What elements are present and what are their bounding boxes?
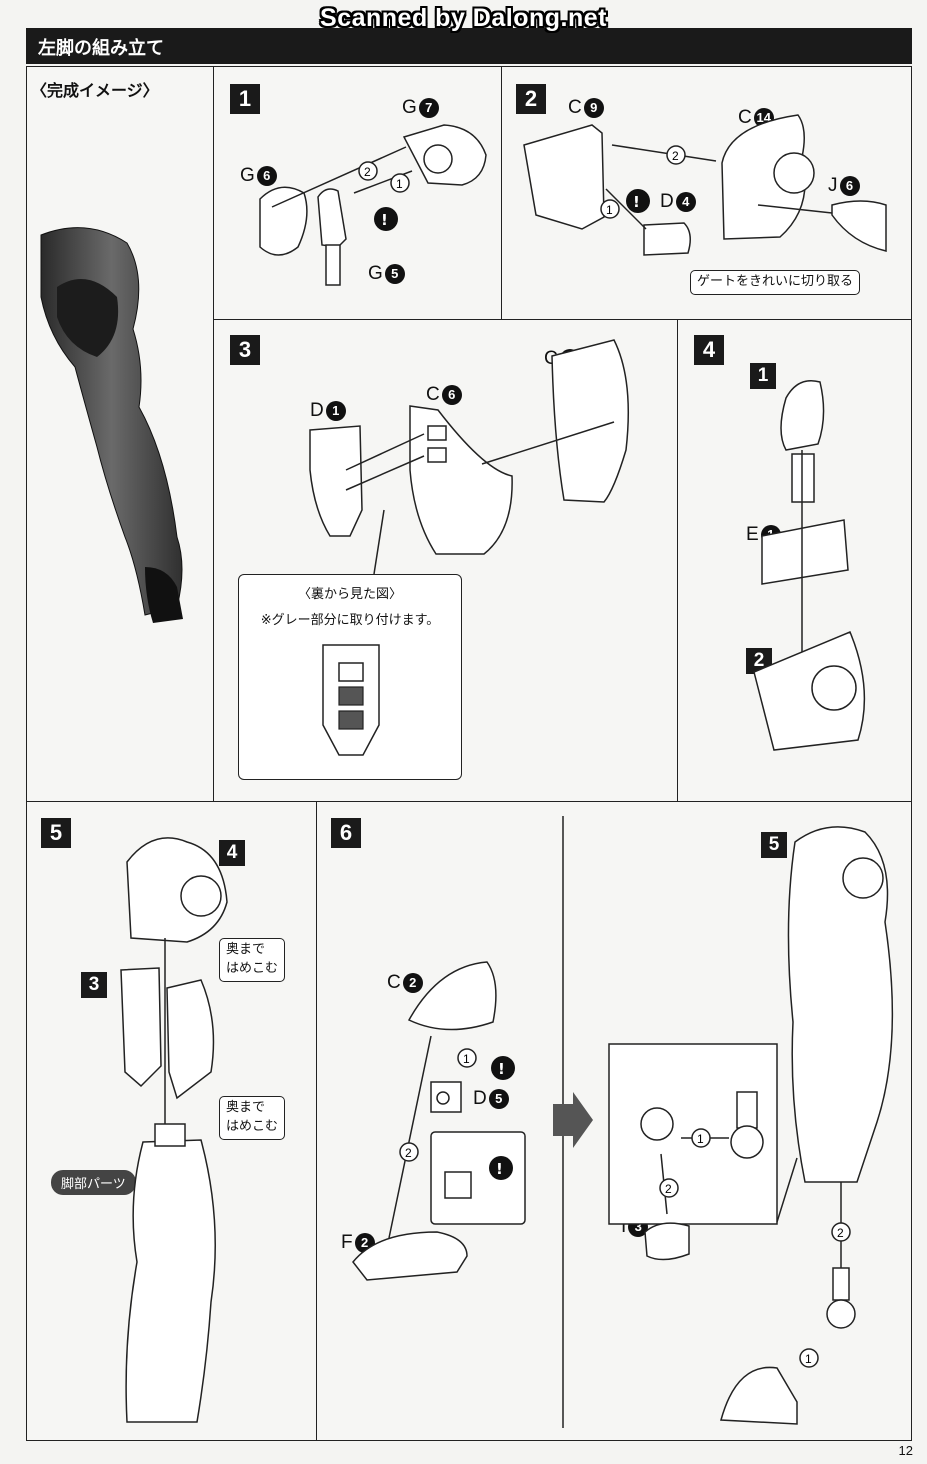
svg-text:!: ! — [381, 211, 388, 229]
svg-text:!: ! — [498, 1060, 505, 1078]
step-4-panel: 4 1 E1 2 — [677, 319, 912, 803]
leg-parts-badge: 脚部パーツ — [51, 1170, 136, 1195]
step-2-diagram: 2 1 ! — [523, 114, 887, 256]
back-view-diagram — [322, 644, 380, 756]
step-5-panel: 5 4 3 奥まではめこむ 奥まではめこむ 脚部パーツ — [26, 801, 318, 1441]
preview-title: 〈完成イメージ〉 — [31, 81, 159, 100]
step-number: 5 — [41, 818, 71, 848]
step-1-diagram: 2 1 ! — [259, 124, 487, 286]
svg-text:1: 1 — [606, 203, 613, 217]
step-number: 1 — [230, 84, 260, 114]
step-number: 3 — [230, 335, 260, 365]
gate-trim-note: ゲートをきれいに切り取る — [690, 270, 861, 295]
svg-text:!: ! — [496, 1160, 503, 1178]
svg-text:2: 2 — [405, 1146, 412, 1160]
step-number: 4 — [694, 335, 724, 365]
step-3-diagram — [309, 339, 630, 575]
step-number: 6 — [331, 818, 361, 848]
preview-panel: 〈完成イメージ〉 — [26, 66, 215, 802]
step-number: 2 — [516, 84, 546, 114]
back-view-note: ※グレー部分に取り付けます。 — [260, 613, 440, 628]
substep-4-ref: 4 — [219, 840, 245, 866]
page-number: 12 — [898, 1443, 913, 1458]
step-6-panel: 6 5 C2 D5 F2 I2 I6 I3 2 1 ! ! 1 2 2 1 — [316, 801, 912, 1441]
svg-text:2: 2 — [364, 165, 371, 179]
substep-5-ref: 5 — [761, 832, 787, 858]
svg-text:!: ! — [633, 193, 640, 211]
back-view-callout: 〈裏から見た図〉 ※グレー部分に取り付けます。 — [238, 574, 462, 780]
step-3-panel: 3 D1 C6 C11 〈裏から見た図〉 ※グレー部分に取り付けます。 — [213, 319, 679, 803]
svg-text:1: 1 — [463, 1052, 470, 1066]
watermark: Scanned by Dalong.net — [320, 4, 607, 32]
svg-text:2: 2 — [665, 1182, 672, 1196]
svg-text:1: 1 — [697, 1132, 704, 1146]
press-fully-note-1: 奥まではめこむ — [219, 938, 286, 982]
substep-3-ref: 3 — [81, 972, 107, 998]
finished-leg-photo — [40, 227, 183, 623]
svg-text:2: 2 — [672, 149, 679, 163]
svg-text:2: 2 — [837, 1226, 844, 1240]
step-5-diagram — [120, 837, 228, 1423]
svg-text:1: 1 — [396, 177, 403, 191]
substep-1-ref: 1 — [750, 363, 776, 389]
section-header: 左脚の組み立て — [26, 28, 912, 64]
press-fully-note-2: 奥まではめこむ — [219, 1096, 286, 1140]
svg-text:1: 1 — [805, 1352, 812, 1366]
step-4-diagram — [753, 380, 866, 751]
step-6-diagram: 2 1 ! ! 1 2 2 1 — [352, 816, 894, 1428]
back-view-title: 〈裏から見た図〉 — [297, 587, 402, 602]
